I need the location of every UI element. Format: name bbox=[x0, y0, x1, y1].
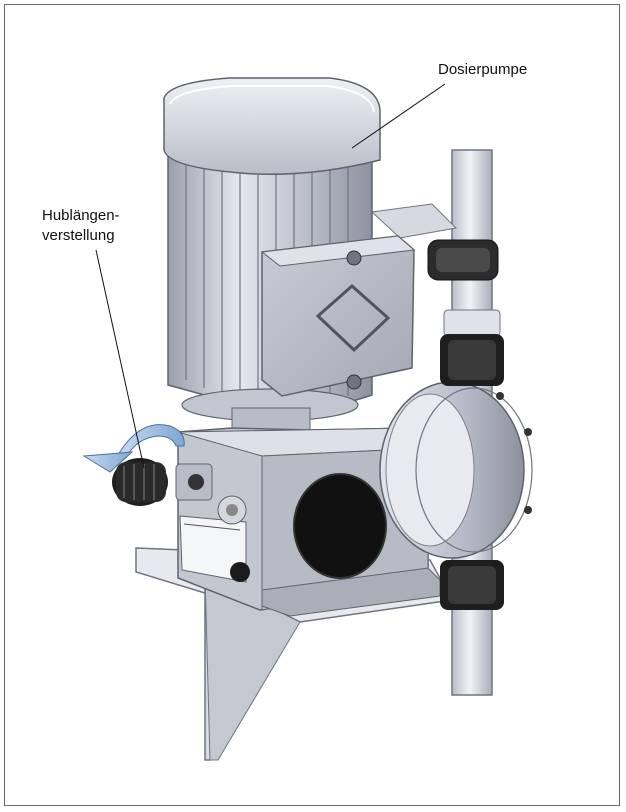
rotation-arrow-icon bbox=[82, 424, 185, 473]
valve-connectors bbox=[440, 334, 504, 610]
terminal-box bbox=[260, 235, 416, 397]
stroke-adjust-knob bbox=[112, 458, 213, 506]
label-stroke-line-1: Hublängen- bbox=[42, 207, 120, 224]
label-dosing-pump: Dosierpumpe bbox=[438, 61, 528, 78]
leader-lines bbox=[95, 83, 446, 469]
label-stroke-adjustment: Hublängen- verstellung bbox=[42, 206, 120, 246]
pump-head bbox=[379, 381, 533, 559]
gearbox bbox=[177, 427, 441, 617]
pipe-clamp-bracket bbox=[370, 203, 499, 281]
label-stroke-line-2: verstellung bbox=[42, 227, 115, 244]
